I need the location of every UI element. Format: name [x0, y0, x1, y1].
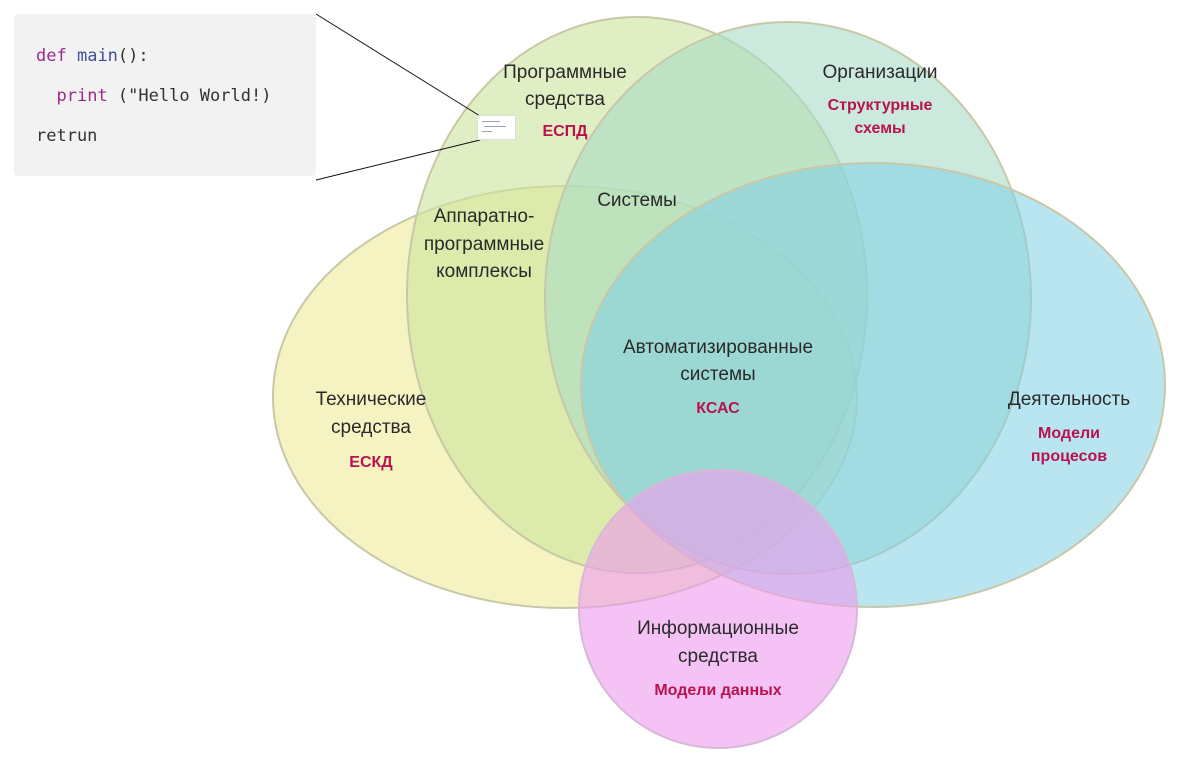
hardware-software-2: программные: [424, 234, 544, 255]
organizations-title: Организации: [823, 62, 938, 83]
information-circle: [578, 469, 858, 749]
organizations-sub-2: схемы: [854, 120, 905, 137]
automated-sub: КСАС: [696, 400, 740, 417]
software-title-1: Программные: [503, 62, 627, 83]
information-title-2: средства: [678, 646, 758, 667]
technical-sub: ЕСКД: [349, 454, 393, 471]
code-keyword: def: [36, 46, 67, 66]
organizations-sub-1: Структурные: [828, 97, 933, 114]
software-sub: ЕСПД: [542, 123, 588, 140]
software-title-2: средства: [525, 89, 605, 110]
code-line-1: def main():: [36, 46, 149, 66]
hardware-software-3: комплексы: [436, 261, 532, 282]
code-line-2: print ("Hello World!): [36, 86, 271, 106]
code-print-call: print: [56, 86, 108, 106]
information-title-1: Информационные: [637, 618, 799, 639]
code-snippet-box: def main(): print ("Hello World!) retrun: [14, 14, 316, 176]
callout-line-top: [315, 13, 481, 117]
automated-title-2: системы: [680, 364, 755, 385]
code-function-name: main: [76, 46, 118, 66]
information-sub: Модели данных: [654, 682, 781, 699]
technical-title-2: средства: [331, 417, 411, 438]
systems-title: Системы: [597, 190, 677, 211]
code-line-1-rest: ():: [117, 46, 149, 66]
activity-title: Деятельность: [1008, 389, 1130, 410]
code-line-3: retrun: [36, 126, 98, 146]
hardware-software-1: Аппаратно-: [434, 206, 535, 227]
code-thumbnail: [477, 115, 516, 140]
technical-title-1: Технические: [316, 389, 427, 410]
activity-sub-1: Модели: [1038, 425, 1100, 442]
callout-line-bottom: [315, 139, 481, 181]
automated-title-1: Автоматизированные: [623, 337, 813, 358]
code-line-2-rest: ("Hello World!): [107, 86, 272, 106]
activity-sub-2: процесов: [1031, 448, 1107, 465]
